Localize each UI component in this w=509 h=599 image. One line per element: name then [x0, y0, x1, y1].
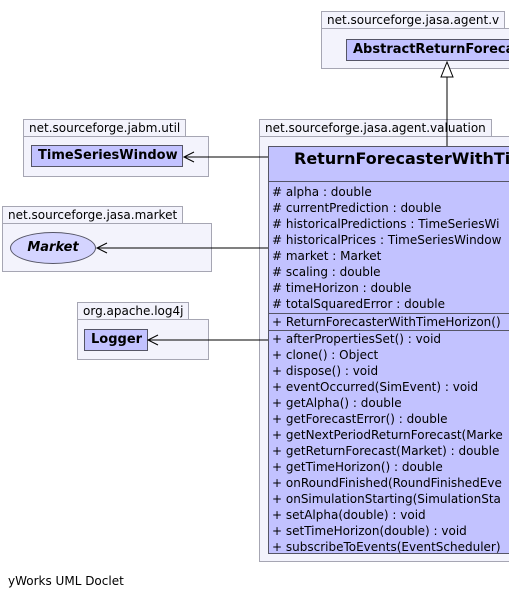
class-return-forecaster-body: # alpha : double # currentPrediction : do… — [268, 182, 509, 554]
attribute-item[interactable]: # market : Market — [272, 249, 382, 263]
package-valuation-label: net.sourceforge.jasa.agent.valuation — [259, 119, 492, 137]
attribute-item[interactable]: # alpha : double — [272, 185, 372, 199]
attribute-item[interactable]: # historicalPredictions : TimeSeriesWi — [272, 217, 500, 231]
method-item[interactable]: + subscribeToEvents(EventScheduler) — [272, 540, 501, 554]
package-agent: net.sourceforge.jasa.agent.v AbstractRet… — [321, 11, 509, 69]
separator-constructors — [269, 330, 509, 331]
dependency-arrowhead-time-series-window — [182, 151, 195, 163]
package-jabm-util: net.sourceforge.jabm.util TimeSeriesWind… — [23, 119, 209, 177]
method-item[interactable]: + getForecastError() : double — [272, 412, 448, 426]
attribute-item[interactable]: # scaling : double — [272, 265, 381, 279]
method-item[interactable]: + getAlpha() : double — [272, 396, 402, 410]
method-item[interactable]: + getReturnForecast(Market) : double — [272, 444, 500, 458]
method-item[interactable]: + afterPropertiesSet() : void — [272, 332, 442, 346]
class-logger[interactable]: Logger — [84, 329, 148, 351]
method-item[interactable]: + onRoundFinished(RoundFinishedEve — [272, 476, 502, 490]
package-market-label: net.sourceforge.jasa.market — [2, 206, 184, 224]
attribute-item[interactable]: # totalSquaredError : double — [272, 297, 445, 311]
method-list: + afterPropertiesSet() : void + clone() :… — [269, 331, 509, 554]
footer-credit: yWorks UML Doclet — [8, 574, 124, 588]
dependency-arrowhead-market — [95, 242, 108, 254]
method-item[interactable]: + onSimulationStarting(SimulationSta — [272, 492, 501, 506]
method-item[interactable]: + getTimeHorizon() : double — [272, 460, 443, 474]
inheritance-arrowhead — [440, 60, 454, 78]
attribute-item[interactable]: # currentPrediction : double — [272, 201, 442, 215]
method-item[interactable]: + eventOccurred(SimEvent) : void — [272, 380, 479, 394]
separator-attributes — [269, 313, 509, 314]
package-market: net.sourceforge.jasa.market Market — [2, 206, 212, 272]
package-log4j: org.apache.log4j Logger — [77, 302, 209, 360]
class-return-forecaster-title[interactable]: ReturnForecasterWithTi — [268, 146, 509, 182]
method-item[interactable]: + setTimeHorizon(double) : void — [272, 524, 467, 538]
dependency-arrowhead-logger — [146, 334, 159, 346]
method-item[interactable]: + clone() : Object — [272, 348, 379, 362]
attribute-item[interactable]: # historicalPrices : TimeSeriesWindow — [272, 233, 502, 247]
class-abstract-return-forecaster[interactable]: AbstractReturnForeca — [346, 39, 509, 61]
constructor-item[interactable]: + ReturnForecasterWithTimeHorizon() — [272, 315, 501, 329]
class-time-series-window[interactable]: TimeSeriesWindow — [31, 145, 183, 167]
package-log4j-label: org.apache.log4j — [77, 302, 190, 320]
class-market[interactable]: Market — [10, 232, 96, 264]
method-item[interactable]: + setAlpha(double) : void — [272, 508, 426, 522]
method-item[interactable]: + dispose() : void — [272, 364, 379, 378]
package-jabm-util-label: net.sourceforge.jabm.util — [23, 119, 187, 137]
method-item[interactable]: + getNextPeriodReturnForecast(Marke — [272, 428, 503, 442]
constructor-list: + ReturnForecasterWithTimeHorizon() — [269, 314, 509, 330]
package-agent-label: net.sourceforge.jasa.agent.v — [321, 11, 506, 29]
attribute-list: # alpha : double # currentPrediction : do… — [269, 184, 509, 312]
attribute-item[interactable]: # timeHorizon : double — [272, 281, 412, 295]
